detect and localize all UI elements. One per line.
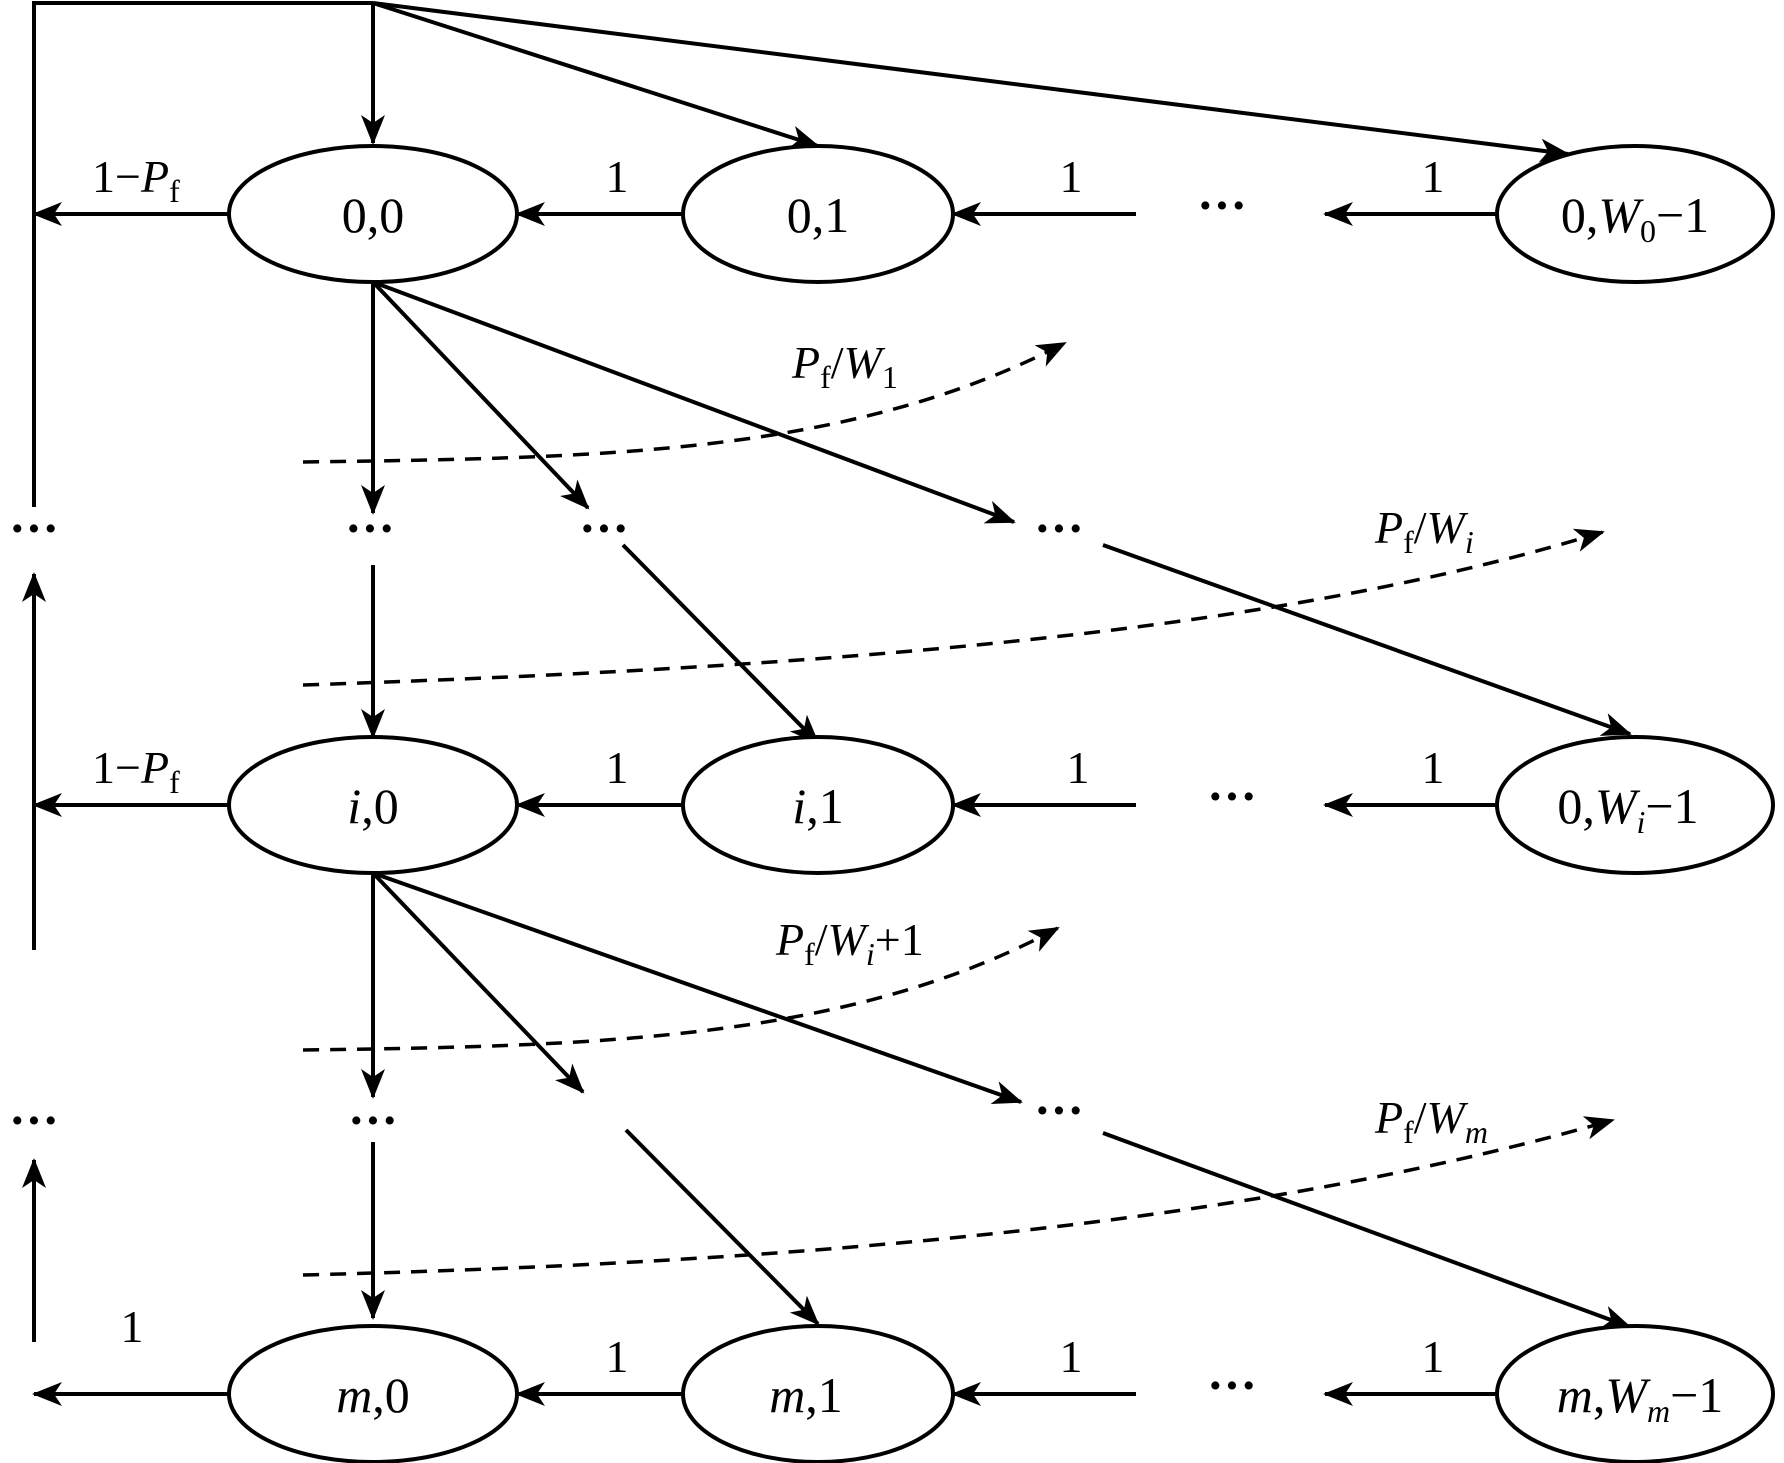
node-i-1-label: i,1 (792, 778, 843, 834)
ellipsis-col0-2: ··· (348, 1092, 398, 1148)
label-1-rowm-c: 1 (1422, 1331, 1445, 1382)
node-0-W0-label: 0,W0−1 (1561, 187, 1709, 249)
node-0-1-label: 0,1 (787, 187, 850, 243)
transitions-0-to-i: Pf/W1 ··· ··· ··· ··· (9, 280, 1084, 556)
arrow-to-0-1 (372, 1, 820, 149)
ellipsis-left-2: ··· (9, 1092, 59, 1148)
transitions-into-i: Pf/Wi (22, 502, 1632, 950)
node-0-0-label: 0,0 (342, 187, 405, 243)
ellipsis-col0-1: ··· (345, 500, 395, 556)
ellipsis-colW-1: ··· (1034, 500, 1084, 556)
ellipsis-col1-1: ··· (579, 500, 629, 556)
label-1-rowi-a: 1 (606, 742, 629, 793)
label-pf-over-w1: Pf/W1 (791, 337, 898, 395)
label-1-row0-b: 1 (1060, 151, 1083, 202)
edge-dots-to-m-1 (624, 1128, 820, 1326)
edge-i-0-diag-long (372, 871, 1023, 1104)
arrow-to-0-W0 (372, 1, 1570, 163)
dashed-curve-row-mid1 (302, 528, 1605, 687)
label-1-rowi-c: 1 (1422, 742, 1445, 793)
label-1-row0-c: 1 (1422, 151, 1445, 202)
label-pf-over-wi: Pf/Wi (1374, 502, 1474, 560)
row-i: i,0 i,1 0,Wi−1 1−Pf 1 1 1 ··· (32, 735, 1775, 875)
node-m-1-label: m,1 (769, 1367, 843, 1423)
edge-dots-to-i-Wi (1102, 543, 1632, 736)
ellipsis-rowi: ··· (1207, 768, 1257, 824)
edge-0-0-diag-long (372, 280, 1016, 524)
label-1-rowm-left: 1 (121, 1301, 144, 1352)
ellipsis-colW-2: ··· (1034, 1082, 1084, 1138)
label-1-rowm-a: 1 (606, 1331, 629, 1382)
ellipsis-left-1: ··· (9, 500, 59, 556)
label-1-minus-pf-row0: 1−Pf (92, 151, 180, 209)
label-pf-over-wm: Pf/Wm (1374, 1092, 1488, 1150)
label-1-minus-pf-rowi: 1−Pf (92, 742, 180, 800)
node-0-Wi-label: 0,Wi−1 (1557, 778, 1698, 840)
transitions-i-to-m: Pf/Wi+1 ··· ··· ··· (9, 871, 1084, 1148)
node-m-Wm-label: m,Wm−1 (1557, 1367, 1724, 1429)
label-1-rowi-b: 1 (1067, 742, 1090, 793)
row-m: m,0 m,1 m,Wm−1 1 1 1 1 ··· (32, 1301, 1775, 1463)
label-1-rowm-b: 1 (1060, 1331, 1083, 1382)
label-1-row0-a: 1 (606, 151, 629, 202)
transitions-into-m: Pf/Wm (22, 1092, 1632, 1342)
label-pf-over-wi-plus-1: Pf/Wi+1 (775, 914, 924, 972)
edge-0-0-diag-short (371, 280, 590, 510)
edge-dots-to-i-1 (621, 543, 820, 745)
node-i-0-label: i,0 (347, 778, 398, 834)
ellipsis-rowm: ··· (1207, 1357, 1257, 1413)
left-feedback-line (32, 1, 373, 507)
edge-i-0-diag-short (371, 871, 585, 1094)
dashed-curve-rowi (302, 926, 1060, 1052)
ellipsis-row0: ··· (1197, 177, 1247, 233)
dashed-curve-row-mid2 (302, 1116, 1615, 1277)
feedback-lines (32, 1, 1570, 507)
node-m-0-label: m,0 (336, 1367, 410, 1423)
edge-dots-to-m-Wm (1102, 1131, 1632, 1329)
dashed-curve-row0 (302, 341, 1067, 464)
row-0: 0,0 0,1 0,W0−1 1−Pf 1 1 1 ··· (32, 144, 1775, 284)
